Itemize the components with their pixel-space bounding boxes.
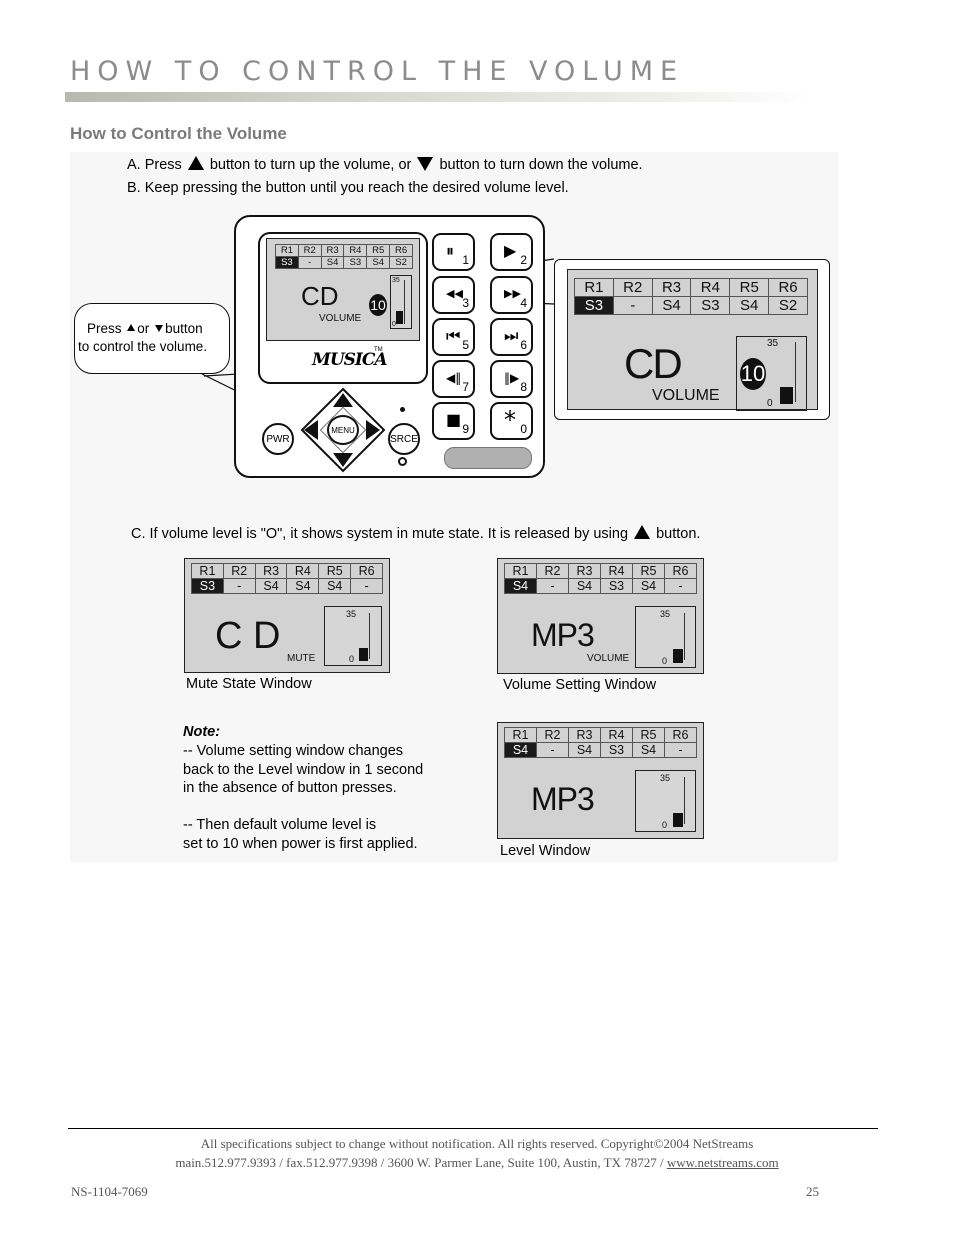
step-back-icon: ◀‖ <box>446 371 462 385</box>
next-track-button[interactable]: ⏭6 <box>490 318 533 356</box>
up-arrow-icon <box>634 525 651 539</box>
play-icon: ▶ <box>504 241 517 260</box>
source-label: CD <box>624 340 683 387</box>
mode-label: VOLUME <box>319 313 362 324</box>
source-label: CD <box>301 281 339 311</box>
mode-label: VOLUME <box>587 653 630 664</box>
title-rule <box>65 92 810 102</box>
rewind-icon: ◀◀ <box>446 287 463 300</box>
volume-setting-caption: Volume Setting Window <box>503 677 657 693</box>
step-forward-button[interactable]: ‖▶8 <box>490 360 533 398</box>
brand-trademark: TM <box>374 347 383 353</box>
step-back-button[interactable]: ◀‖7 <box>432 360 475 398</box>
fast-forward-button[interactable]: ▶▶4 <box>490 276 533 314</box>
callout-line2: to control the volume. <box>78 339 208 354</box>
level-window-caption: Level Window <box>500 843 591 859</box>
volume-meter: 35 0 <box>635 770 696 832</box>
up-arrow-icon <box>187 156 204 170</box>
down-arrow-icon <box>155 325 164 332</box>
left-button[interactable] <box>304 420 318 440</box>
callout-line1: Press or button <box>87 321 203 336</box>
step-c: C. If volume level is "O", it shows syst… <box>131 525 701 542</box>
mute-window-caption: Mute State Window <box>186 676 312 692</box>
pause-icon: ⏸ <box>446 241 455 260</box>
mode-label: VOLUME <box>652 387 720 404</box>
rewind-button[interactable]: ◀◀3 <box>432 276 475 314</box>
mode-label: MUTE <box>287 653 316 664</box>
volume-up-button[interactable] <box>333 393 353 407</box>
note-line: back to the Level window in 1 second <box>183 762 424 778</box>
source-label: C D <box>215 615 281 657</box>
volume-meter: 35 0 <box>635 606 696 668</box>
stop-button[interactable]: ■9 <box>432 402 475 440</box>
volume-meter: 35 0 <box>767 338 806 409</box>
previous-track-icon: ⏮ <box>446 326 461 345</box>
volume-figure: A. Press button to turn up the volume, o… <box>70 152 838 862</box>
page-number: 25 <box>806 1184 819 1199</box>
source-button[interactable]: SRCE <box>388 423 420 455</box>
level-badge: 10 <box>740 358 766 390</box>
step-forward-icon: ‖▶ <box>504 371 520 385</box>
play-button[interactable]: ▶2 <box>490 233 533 271</box>
star-button[interactable]: *0 <box>490 402 533 440</box>
indicator-ring <box>398 457 407 466</box>
up-arrow-icon <box>127 324 136 331</box>
remote-pill <box>444 447 532 469</box>
section-heading: How to Control the Volume <box>70 124 287 143</box>
down-arrow-icon <box>417 157 434 171</box>
volume-down-button[interactable] <box>333 453 353 467</box>
fast-forward-icon: ▶▶ <box>504 287 521 300</box>
website-link[interactable]: www.netstreams.com <box>666 1155 779 1170</box>
brand-logo: MUSICA <box>312 350 388 370</box>
power-button[interactable]: PWR <box>262 423 294 455</box>
volume-meter: 35 0 <box>324 606 382 666</box>
note-line: -- Volume setting window changes <box>183 743 404 759</box>
source-label: MP3 <box>531 781 595 817</box>
step-b: B. Keep pressing the button until you re… <box>127 180 569 196</box>
page-title: HOW TO CONTROL THE VOLUME <box>70 56 685 87</box>
level-badge: 10 <box>369 294 387 316</box>
pause-button[interactable]: ⏸1 <box>432 233 475 271</box>
callout-bubble: Press or button to control the volume. <box>74 303 230 374</box>
volume-meter: 35 0 <box>390 275 412 329</box>
source-label: MP3 <box>531 617 595 653</box>
footer-copyright: All specifications subject to change wit… <box>200 1136 754 1151</box>
stop-icon: ■ <box>446 410 462 429</box>
menu-button[interactable]: MENU <box>327 415 359 445</box>
note-title: Note: <box>183 724 221 740</box>
footer-contact: main.512.977.9393 / fax.512.977.9398 / 3… <box>175 1155 779 1170</box>
document-number: NS-1104-7069 <box>71 1184 148 1199</box>
step-a: A. Press button to turn up the volume, o… <box>127 156 643 173</box>
note-line: in the absence of button presses. <box>183 780 397 796</box>
indicator-dot <box>400 407 405 412</box>
footer-rule <box>68 1128 878 1129</box>
note-line: set to 10 when power is first applied. <box>183 836 418 852</box>
right-button[interactable] <box>366 420 380 440</box>
star-icon: * <box>504 406 516 434</box>
meter-frame <box>736 336 807 411</box>
note-line: -- Then default volume level is <box>183 817 377 833</box>
previous-track-button[interactable]: ⏮5 <box>432 318 475 356</box>
next-track-icon: ⏭ <box>504 326 519 345</box>
